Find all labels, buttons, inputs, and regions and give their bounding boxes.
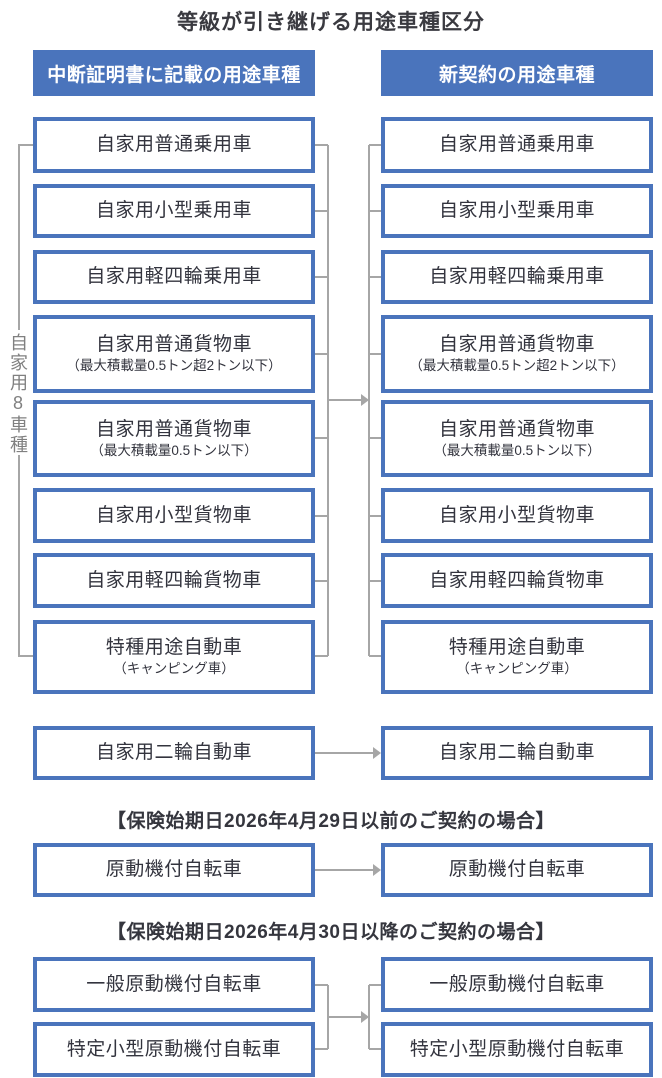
vehicle-box-label: 自家用小型貨物車 xyxy=(95,504,252,526)
vehicle-box: 自家用普通乗用車 xyxy=(381,117,653,173)
vehicle-box: 自家用普通乗用車 xyxy=(33,117,315,173)
vehicle-box-label: 自家用軽四輪貨物車 xyxy=(429,569,605,591)
vehicle-box: 原動機付自転車 xyxy=(381,843,653,897)
vehicle-box: 自家用普通貨物車 （最大積載量0.5トン超2トン以下） xyxy=(381,315,653,393)
arrow-head-icon xyxy=(361,394,369,406)
vehicle-box: 原動機付自転車 xyxy=(33,843,315,897)
column-header-interruption-certificate: 中断証明書に記載の用途車種 xyxy=(33,50,315,96)
arrow-head-icon xyxy=(373,864,381,876)
section-heading-before: 【保険始期日2026年4月29日以前のご契約の場合】 xyxy=(107,811,555,832)
vehicle-box-sublabel: （最大積載量0.5トン超2トン以下） xyxy=(409,358,625,374)
vehicle-box-label: 特種用途自動車 xyxy=(105,637,243,659)
vehicle-box-label: 特定小型原動機付自転車 xyxy=(409,1038,625,1060)
vehicle-box-label: 自家用普通乗用車 xyxy=(95,134,252,156)
vehicle-box: 自家用小型貨物車 xyxy=(33,488,315,543)
vehicle-box-label: 自家用普通貨物車 xyxy=(438,418,595,440)
vehicle-box: 自家用軽四輪貨物車 xyxy=(33,553,315,608)
group-bracket-top xyxy=(18,144,33,330)
vehicle-box: 自家用軽四輪乗用車 xyxy=(33,250,315,304)
vehicle-box: 自家用軽四輪乗用車 xyxy=(381,250,653,304)
vehicle-box-label: 原動機付自転車 xyxy=(448,859,586,881)
vehicle-box-sublabel: （キャンピング車） xyxy=(113,661,235,677)
column-header-label: 新契約の用途車種 xyxy=(438,64,595,86)
vehicle-box-label: 自家用二輪自動車 xyxy=(438,742,595,764)
vehicle-box-label: 自家用普通乗用車 xyxy=(438,134,595,156)
vehicle-box-label: 自家用普通貨物車 xyxy=(95,334,252,356)
vehicle-box: 自家用小型乗用車 xyxy=(33,184,315,238)
vehicle-box-label: 自家用小型乗用車 xyxy=(438,200,595,222)
arrow-head-icon xyxy=(373,747,381,759)
vehicle-box: 自家用小型乗用車 xyxy=(381,184,653,238)
vehicle-box-label: 自家用小型乗用車 xyxy=(95,200,252,222)
arrow-head-icon xyxy=(361,1011,369,1023)
vehicle-box-label: 原動機付自転車 xyxy=(105,859,243,881)
vehicle-box: 自家用小型貨物車 xyxy=(381,488,653,543)
vehicle-box: 特定小型原動機付自転車 xyxy=(381,1022,653,1077)
vehicle-box: 自家用普通貨物車 （最大積載量0.5トン超2トン以下） xyxy=(33,315,315,393)
vehicle-box: 特種用途自動車 （キャンピング車） xyxy=(33,620,315,694)
group-bracket-bottom xyxy=(18,455,33,657)
vehicle-box-label: 自家用二輪自動車 xyxy=(95,742,252,764)
vehicle-box: 特定小型原動機付自転車 xyxy=(33,1022,315,1077)
vehicle-box-label: 自家用軽四輪乗用車 xyxy=(86,266,262,288)
vehicle-box: 自家用普通貨物車 （最大積載量0.5トン以下） xyxy=(33,400,315,477)
page-title: 等級が引き継げる用途車種区分 xyxy=(177,11,485,34)
group-label-private-8-types: 自家用8車種 xyxy=(8,333,28,455)
column-header-new-contract: 新契約の用途車種 xyxy=(381,50,653,96)
vehicle-box-sublabel: （キャンピング車） xyxy=(456,661,578,677)
vehicle-box: 自家用二輪自動車 xyxy=(381,726,653,780)
vehicle-box: 一般原動機付自転車 xyxy=(33,957,315,1012)
vehicle-box: 自家用二輪自動車 xyxy=(33,726,315,780)
vehicle-box-sublabel: （最大積載量0.5トン以下） xyxy=(90,442,258,458)
vehicle-box-label: 一般原動機付自転車 xyxy=(86,973,262,995)
vehicle-box: 自家用普通貨物車 （最大積載量0.5トン以下） xyxy=(381,400,653,477)
vehicle-box-label: 特定小型原動機付自転車 xyxy=(66,1038,282,1060)
vehicle-box: 特種用途自動車 （キャンピング車） xyxy=(381,620,653,694)
vehicle-box: 一般原動機付自転車 xyxy=(381,957,653,1012)
vehicle-box-sublabel: （最大積載量0.5トン超2トン以下） xyxy=(66,358,282,374)
vehicle-box-label: 自家用軽四輪貨物車 xyxy=(86,569,262,591)
vehicle-box-label: 自家用小型貨物車 xyxy=(438,504,595,526)
vehicle-box-label: 自家用普通貨物車 xyxy=(438,334,595,356)
vehicle-box-label: 特種用途自動車 xyxy=(448,637,586,659)
column-header-label: 中断証明書に記載の用途車種 xyxy=(47,64,301,86)
vehicle-box-label: 自家用軽四輪乗用車 xyxy=(429,266,605,288)
vehicle-box-label: 一般原動機付自転車 xyxy=(429,973,605,995)
vehicle-box-sublabel: （最大積載量0.5トン以下） xyxy=(433,442,601,458)
vehicle-box: 自家用軽四輪貨物車 xyxy=(381,553,653,608)
vehicle-box-label: 自家用普通貨物車 xyxy=(95,418,252,440)
section-heading-after: 【保険始期日2026年4月30日以降のご契約の場合】 xyxy=(107,922,555,943)
